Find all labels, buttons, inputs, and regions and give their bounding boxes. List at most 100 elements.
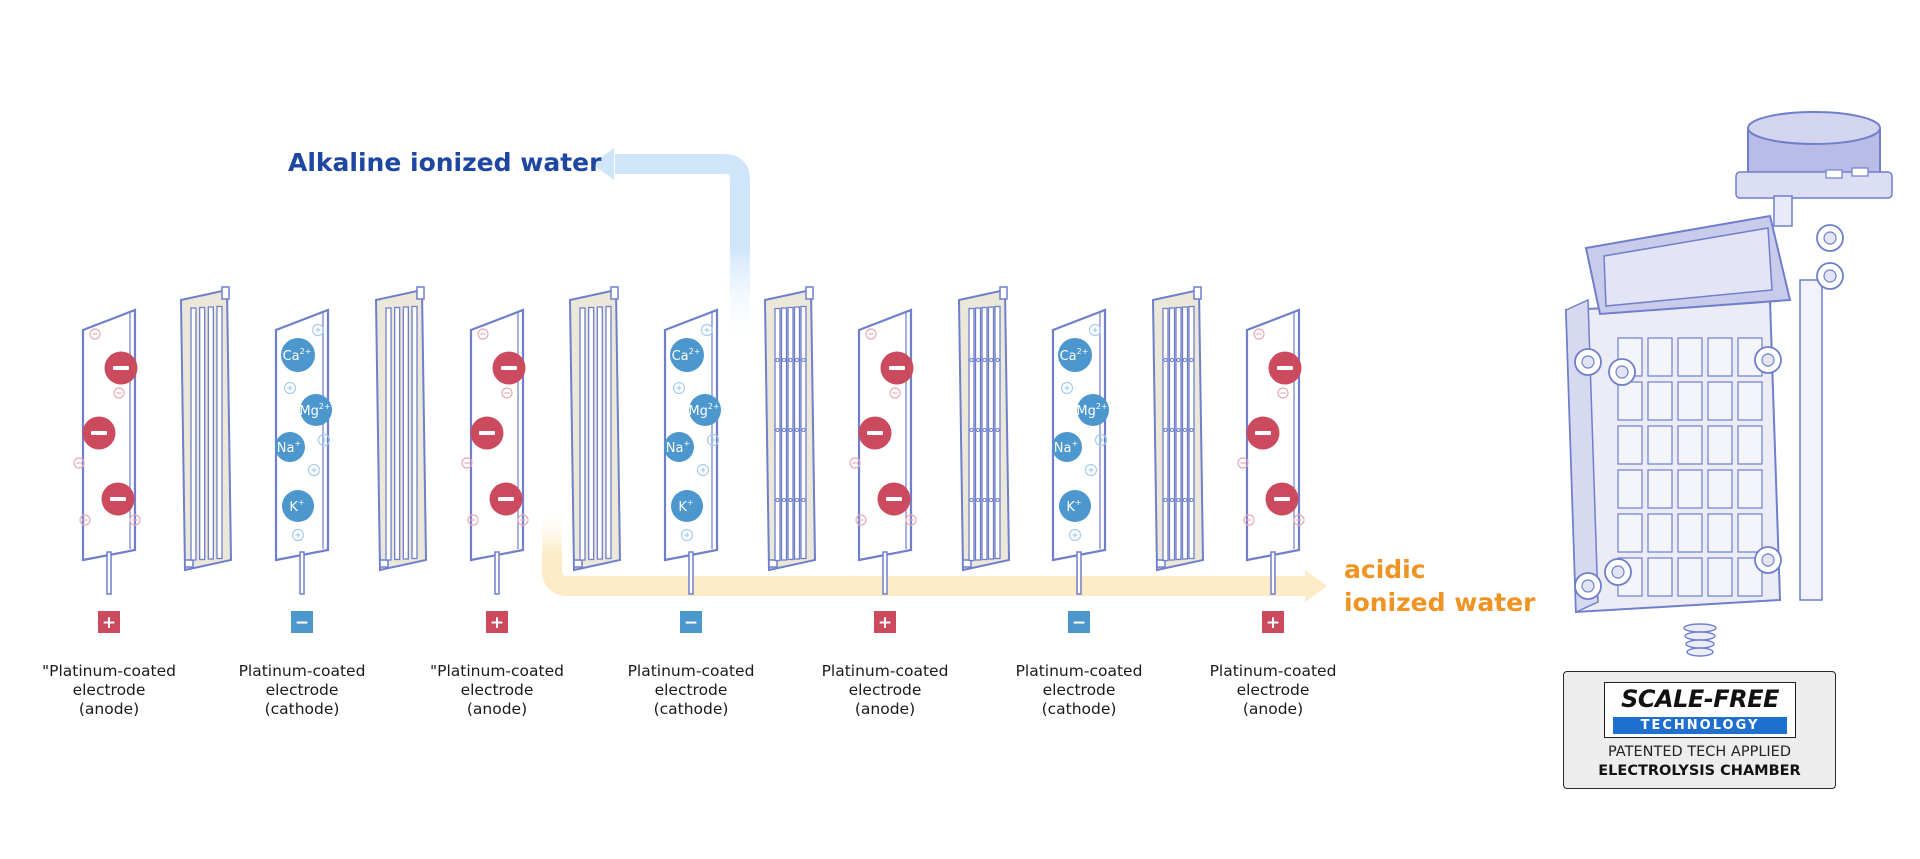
anion-icon [101,482,135,516]
anion-icon [858,416,892,450]
small-plus-icon [291,528,305,542]
chamber-port [1754,346,1782,374]
small-plus-icon [317,433,331,447]
svg-text:Mg2+: Mg2+ [299,402,330,419]
anion-icon [82,416,116,450]
small-minus-icon [865,328,877,340]
polarity-sign: + [490,613,504,633]
caption-line: electrode [265,681,339,699]
membrane-separator [1151,286,1205,572]
small-plus-icon [1068,528,1082,542]
chamber-port [1574,572,1602,600]
scale-free-badge: SCALE-FREE TECHNOLOGY PATENTED TECH APPL… [1563,671,1836,789]
acidic-label-line-2: ionized water [1344,588,1536,617]
caption-line: (anode) [78,700,140,718]
membrane-separator [957,286,1011,572]
small-minus-icon [477,328,489,340]
anion-icon [470,416,504,450]
small-plus-icon [1060,381,1074,395]
plus-square-icon: + [874,611,896,633]
chamber-port [1574,348,1602,376]
acidic-arrow-head [1305,570,1327,602]
anion-icon [492,351,526,385]
svg-text:K+: K+ [289,498,304,515]
alkaline-flow-arrow [615,154,750,350]
anion-icon [1265,482,1299,516]
small-minus-icon [517,514,529,526]
small-plus-icon [307,463,321,477]
svg-text:Na+: Na+ [666,439,690,456]
badge-line-2: ELECTROLYSIS CHAMBER [1598,763,1801,779]
chamber-port [1754,546,1782,574]
magnesium-ion-icon: Mg2+ [1076,394,1109,426]
anode-plate [849,308,917,595]
svg-text:Mg2+: Mg2+ [1076,402,1107,419]
small-plus-icon [283,381,297,395]
caption-line: (cathode) [653,700,729,718]
chamber-port [1816,262,1844,290]
anion-icon [489,482,523,516]
small-minus-icon [1277,387,1289,399]
small-minus-icon [79,514,91,526]
caption-line: Platinum-coated [1209,662,1337,680]
caption-line: electrode [848,681,922,699]
small-plus-icon [700,323,714,337]
calcium-ion-icon: Ca2+ [281,338,315,372]
membrane-separator [374,286,428,572]
acidic-flow-arrow [542,505,1305,596]
minus-square-icon: − [1068,611,1090,633]
small-minus-icon [73,457,85,469]
small-plus-icon [311,323,325,337]
anion-icon [104,351,138,385]
caption-line: (anode) [854,700,916,718]
caption-line: (anode) [466,700,528,718]
polarity-sign: − [295,613,309,633]
sodium-ion-icon: Na+ [1052,432,1082,462]
caption-line: (anode) [1242,700,1304,718]
potassium-ion-icon: K+ [282,490,314,522]
small-plus-icon [680,528,694,542]
chamber-port [1604,558,1632,586]
polarity-sign: − [1072,613,1086,633]
potassium-ion-icon: K+ [1059,490,1091,522]
small-plus-icon [1088,323,1102,337]
electrolysis-chamber-illustration [1564,111,1893,657]
small-plus-icon [672,381,686,395]
caption-line: (cathode) [1041,700,1117,718]
sodium-ion-icon: Na+ [664,432,694,462]
small-minus-icon [1253,328,1265,340]
anion-icon [877,482,911,516]
small-minus-icon [467,514,479,526]
caption-line: electrode [72,681,146,699]
polarity-sign: − [684,613,698,633]
caption-line: "Platinum-coated [430,662,564,680]
small-plus-icon [696,463,710,477]
caption-line: Platinum-coated [238,662,366,680]
svg-text:Na+: Na+ [277,439,301,456]
small-minus-icon [905,514,917,526]
anion-icon [1246,416,1280,450]
badge-subtitle: TECHNOLOGY [1613,717,1787,734]
plus-square-icon: + [1262,611,1284,633]
svg-text:K+: K+ [678,498,693,515]
badge-line-1: PATENTED TECH APPLIED [1607,744,1791,760]
caption-line: "Platinum-coated [42,662,176,680]
small-minus-icon [1243,514,1255,526]
chamber-cap [1735,111,1893,227]
polarity-sign: + [1266,613,1280,633]
polarity-sign: + [878,613,892,633]
caption-line: Platinum-coated [821,662,949,680]
caption-line: electrode [1236,681,1310,699]
alkaline-water-label: Alkaline ionized water [288,148,602,177]
caption-line: (cathode) [264,700,340,718]
minus-square-icon: − [291,611,313,633]
cathode-plate: Ca2+Mg2+Na+K+ [1051,308,1109,595]
small-minus-icon [501,387,513,399]
